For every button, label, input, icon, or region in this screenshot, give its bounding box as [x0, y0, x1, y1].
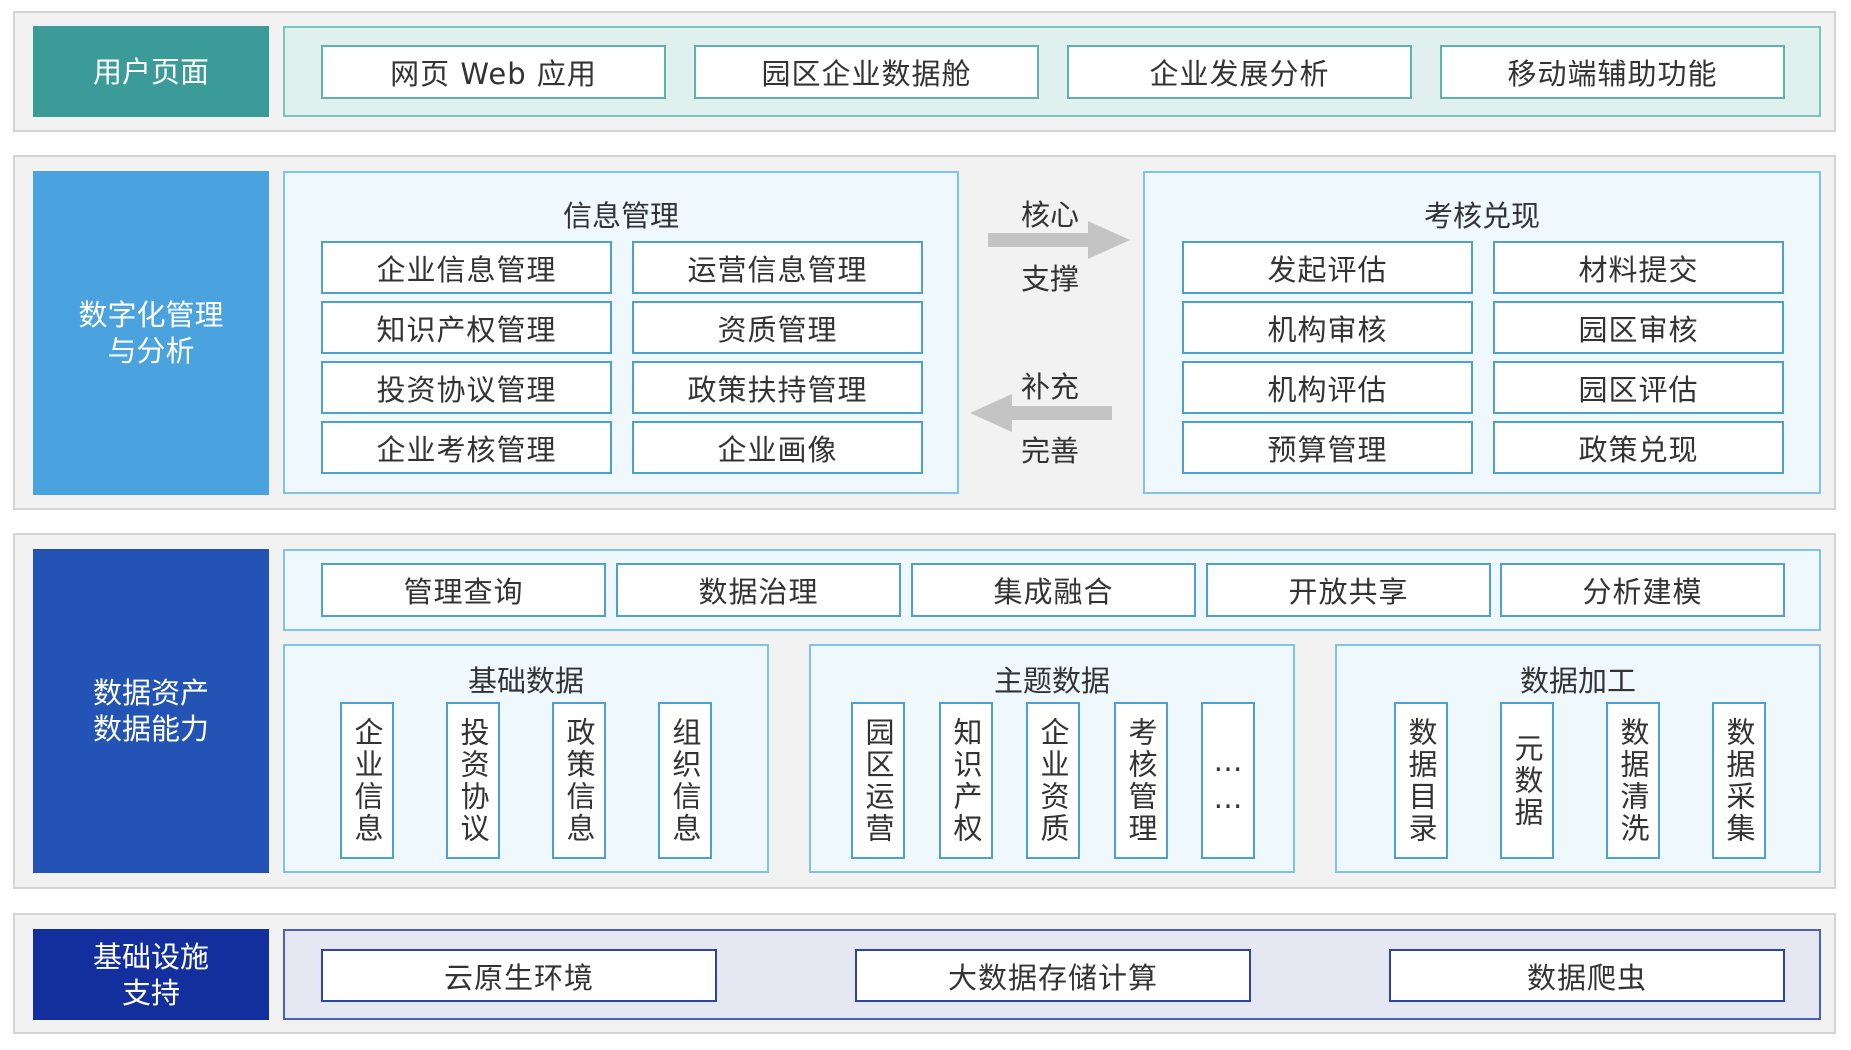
info-item-0: 企业信息管理 [321, 241, 612, 294]
web-app-box: 网页 Web 应用 [321, 45, 666, 99]
topic-item-0: 园区运营 [851, 702, 905, 859]
assess-item-5: 园区评估 [1493, 361, 1784, 414]
big-data-box: 大数据存储计算 [855, 949, 1251, 1002]
info-item-7: 企业画像 [632, 421, 923, 474]
topic-item-1: 知识产权 [939, 702, 993, 859]
data-cabin-box: 园区企业数据舱 [694, 45, 1039, 99]
capability-1: 数据治理 [616, 563, 901, 617]
info-management-title: 信息管理 [562, 199, 679, 233]
assess-item-2: 机构审核 [1182, 301, 1473, 354]
capability-4: 分析建模 [1500, 563, 1785, 617]
assessment-title: 考核兑现 [1423, 199, 1540, 233]
info-item-1: 运营信息管理 [632, 241, 923, 294]
right-arrow-icon [988, 221, 1130, 259]
process-item-0: 数据目录 [1394, 702, 1448, 859]
assess-item-3: 园区审核 [1493, 301, 1784, 354]
process-item-3: 数据采集 [1712, 702, 1766, 859]
capability-3: 开放共享 [1206, 563, 1491, 617]
basic-item-0: 企业信息 [340, 702, 394, 859]
assess-item-0: 发起评估 [1182, 241, 1473, 294]
crawler-box: 数据爬虫 [1389, 949, 1785, 1002]
info-item-4: 投资协议管理 [321, 361, 612, 414]
assess-item-6: 预算管理 [1182, 421, 1473, 474]
basic-item-3: 组织信息 [658, 702, 712, 859]
topic-item-more: …… [1201, 702, 1255, 859]
info-item-5: 政策扶持管理 [632, 361, 923, 414]
capability-0: 管理查询 [321, 563, 606, 617]
basic-item-1: 投资协议 [446, 702, 500, 859]
cloud-native-box: 云原生环境 [321, 949, 717, 1002]
supplement-text-2: 完善 [1020, 434, 1079, 468]
processing-title: 数据加工 [1519, 664, 1636, 698]
core-support-text-2: 支撑 [1020, 262, 1079, 296]
info-item-3: 资质管理 [632, 301, 923, 354]
digital-layer-label: 数字化管理 与分析 [33, 171, 269, 495]
info-item-6: 企业考核管理 [321, 421, 612, 474]
infra-layer-label: 基础设施 支持 [33, 929, 269, 1020]
assess-item-7: 政策兑现 [1493, 421, 1784, 474]
capability-2: 集成融合 [911, 563, 1196, 617]
mobile-assist-box: 移动端辅助功能 [1440, 45, 1785, 99]
core-support-text-1: 核心 [1020, 198, 1079, 232]
basic-data-title: 基础数据 [467, 664, 584, 698]
process-item-2: 数据清洗 [1606, 702, 1660, 859]
basic-item-2: 政策信息 [552, 702, 606, 859]
left-arrow-icon [970, 394, 1112, 432]
topic-item-3: 考核管理 [1114, 702, 1168, 859]
user-layer-label: 用户页面 [33, 26, 269, 117]
supplement-text-1: 补充 [1020, 370, 1079, 404]
process-item-1: 元数据 [1500, 702, 1554, 859]
assess-item-1: 材料提交 [1493, 241, 1784, 294]
topic-item-2: 企业资质 [1026, 702, 1080, 859]
info-item-2: 知识产权管理 [321, 301, 612, 354]
data-layer-label: 数据资产 数据能力 [33, 549, 269, 873]
assess-item-4: 机构评估 [1182, 361, 1473, 414]
topic-data-title: 主题数据 [993, 664, 1110, 698]
enterprise-analysis-box: 企业发展分析 [1067, 45, 1412, 99]
